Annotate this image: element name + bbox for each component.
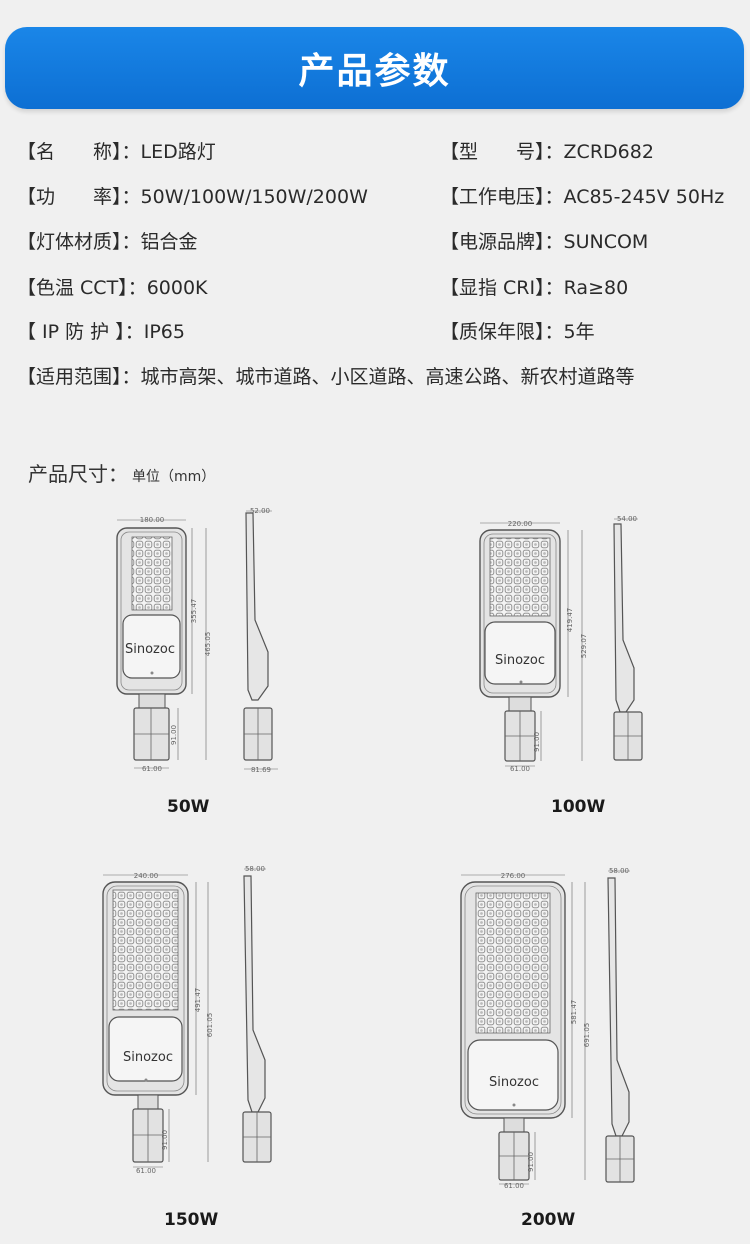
spec-label: 【 IP 防 护 】 <box>17 321 125 343</box>
brand-logo-50w: Sinozoc <box>125 642 175 657</box>
spec-separator: ： <box>121 186 141 208</box>
brand-logo-150w: Sinozoc <box>123 1050 173 1065</box>
spec-label: 【显指 CRI】 <box>440 277 545 299</box>
dim-50w-total-length: 465.05 <box>204 632 212 657</box>
drawing-200w-front: Sinozoc 276.00 581.47 691.05 91.00 61.00 <box>460 872 591 1190</box>
spec-value: ZCRD682 <box>563 141 654 163</box>
spec-warranty: 【质保年限】：5年 <box>440 317 595 344</box>
spec-value: 铝合金 <box>140 231 198 253</box>
spec-cri: 【显指 CRI】：Ra≥80 <box>440 273 628 300</box>
dim-150w-mount-width: 61.00 <box>136 1167 156 1175</box>
dim-50w-mount-length: 91.00 <box>170 725 178 745</box>
spec-separator: ： <box>544 277 564 299</box>
spec-separator: ： <box>121 141 141 163</box>
brand-logo-100w: Sinozoc <box>495 653 545 668</box>
spec-value: 6000K <box>146 277 208 299</box>
spec-model: 【型 号】：ZCRD682 <box>440 137 654 164</box>
dim-150w-total-length: 601.05 <box>206 1013 214 1038</box>
dim-100w-mount-width: 61.00 <box>510 765 530 773</box>
drawing-50w-front: Sinozoc 180.00 355.47 465.05 91.00 61.00 <box>116 516 212 773</box>
dim-200w-mount-width: 61.00 <box>504 1182 524 1190</box>
drawing-200w-side: 58.00 <box>605 867 635 1183</box>
drawing-150w-front: Sinozoc 240.00 491.47 601.05 91.00 61.00 <box>102 872 214 1175</box>
spec-label: 【适用范围】 <box>17 366 122 388</box>
spec-name: 【名 称】：LED路灯 <box>17 137 216 164</box>
variant-label-200w: 200W <box>521 1210 576 1230</box>
spec-separator: ： <box>127 277 147 299</box>
spec-separator: ： <box>544 186 564 208</box>
spec-separator: ： <box>121 366 141 388</box>
dim-150w-width: 240.00 <box>134 872 159 880</box>
drawing-100w-front: Sinozoc 220.00 419.47 529.07 91.00 61.00 <box>479 520 588 773</box>
drawing-100w-side: 54.00 <box>613 515 643 761</box>
spec-label: 【色温 CCT】 <box>17 277 128 299</box>
page-title: 产品参数 <box>298 51 451 92</box>
drawing-150w-side: 58.00 <box>242 865 272 1163</box>
dim-150w-mount-length: 91.00 <box>161 1130 169 1150</box>
spec-separator: ： <box>121 231 141 253</box>
spec-value: IP65 <box>143 321 185 343</box>
dimension-heading: 产品尺寸：单位（mm） <box>28 458 215 487</box>
variant-label-150w: 150W <box>164 1210 219 1230</box>
spec-psu-brand: 【电源品牌】：SUNCOM <box>440 227 648 254</box>
spec-value: LED路灯 <box>140 141 216 163</box>
variant-label-100w: 100W <box>551 797 606 817</box>
spec-value: SUNCOM <box>563 231 649 253</box>
spec-application: 【适用范围】：城市高架、城市道路、小区道路、高速公路、新农村道路等 <box>17 362 635 389</box>
spec-label: 【质保年限】 <box>440 321 545 343</box>
spec-label: 【工作电压】 <box>440 186 545 208</box>
dim-150w-body-length: 491.47 <box>194 988 202 1013</box>
dimension-heading-text: 产品尺寸： <box>28 462 128 486</box>
dim-50w-width: 180.00 <box>140 516 165 524</box>
spec-separator: ： <box>544 321 564 343</box>
dim-200w-body-length: 581.47 <box>570 1000 578 1025</box>
spec-label: 【名 称】 <box>17 141 122 163</box>
dim-200w-width: 276.00 <box>501 872 526 880</box>
spec-separator: ： <box>544 231 564 253</box>
drawing-50w-side: 52.00 81.69 <box>243 507 278 774</box>
spec-label: 【电源品牌】 <box>440 231 545 253</box>
header-banner: 产品参数 <box>5 27 744 109</box>
spec-cct: 【色温 CCT】：6000K <box>17 273 208 300</box>
spec-label: 【灯体材质】 <box>17 231 122 253</box>
dim-100w-side-thickness: 54.00 <box>617 515 637 523</box>
brand-logo-200w: Sinozoc <box>489 1075 539 1090</box>
dim-50w-side-thickness: 52.00 <box>250 507 270 515</box>
spec-separator: ： <box>124 321 144 343</box>
spec-value: AC85-245V 50Hz <box>563 186 725 208</box>
dim-100w-body-length: 419.47 <box>566 608 574 633</box>
dim-200w-mount-length: 91.00 <box>527 1152 535 1172</box>
spec-separator: ： <box>544 141 564 163</box>
dimension-unit: 单位（mm） <box>132 469 216 485</box>
spec-ip: 【 IP 防 护 】：IP65 <box>17 317 185 344</box>
dim-50w-body-length: 355.47 <box>190 599 198 624</box>
dim-100w-mount-length: 91.00 <box>533 732 541 752</box>
spec-material: 【灯体材质】：铝合金 <box>17 227 198 254</box>
spec-value: 城市高架、城市道路、小区道路、高速公路、新农村道路等 <box>140 366 635 388</box>
dim-100w-total-length: 529.07 <box>580 634 588 659</box>
dim-100w-width: 220.00 <box>508 520 533 528</box>
spec-label: 【功 率】 <box>17 186 122 208</box>
dim-50w-side-base: 81.69 <box>251 766 271 774</box>
spec-label: 【型 号】 <box>440 141 545 163</box>
dim-150w-side-thickness: 58.00 <box>245 865 265 873</box>
spec-value: Ra≥80 <box>563 277 629 299</box>
dim-200w-side-thickness: 58.00 <box>609 867 629 875</box>
spec-voltage: 【工作电压】：AC85-245V 50Hz <box>440 182 724 209</box>
spec-power: 【功 率】：50W/100W/150W/200W <box>17 182 368 209</box>
variant-label-50w: 50W <box>167 797 210 817</box>
spec-value: 50W/100W/150W/200W <box>140 186 368 208</box>
dim-50w-mount-width: 61.00 <box>142 765 162 773</box>
spec-value: 5年 <box>563 321 595 343</box>
dim-200w-total-length: 691.05 <box>583 1023 591 1048</box>
